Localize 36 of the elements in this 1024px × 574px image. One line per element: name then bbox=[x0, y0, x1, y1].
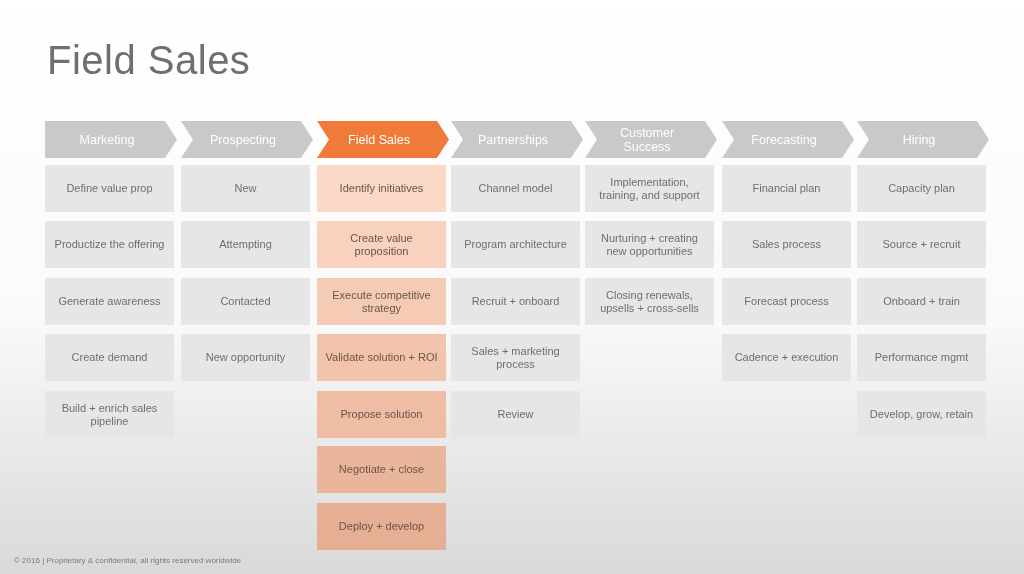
step-box: Capacity plan bbox=[857, 165, 986, 212]
step-box: Channel model bbox=[451, 165, 580, 212]
step-box: Recruit + onboard bbox=[451, 278, 580, 325]
step-box: Create demand bbox=[45, 334, 174, 381]
step-box: Nurturing + creating new opportunities bbox=[585, 221, 714, 268]
step-box: Review bbox=[451, 391, 580, 438]
step-box: Attempting bbox=[181, 221, 310, 268]
step-box: Onboard + train bbox=[857, 278, 986, 325]
step-box: Productize the offering bbox=[45, 221, 174, 268]
step-box: Deploy + develop bbox=[317, 503, 446, 550]
step-box: Closing renewals, upsells + cross-sells bbox=[585, 278, 714, 325]
step-box: Generate awareness bbox=[45, 278, 174, 325]
step-box: Contacted bbox=[181, 278, 310, 325]
step-box: Source + recruit bbox=[857, 221, 986, 268]
step-box: Cadence + execution bbox=[722, 334, 851, 381]
slide-title: Field Sales bbox=[47, 38, 251, 83]
step-box: Build + enrich sales pipeline bbox=[45, 391, 174, 438]
step-box: Negotiate + close bbox=[317, 446, 446, 493]
step-box: Create value proposition bbox=[317, 221, 446, 268]
step-box: New bbox=[181, 165, 310, 212]
step-box: Forecast process bbox=[722, 278, 851, 325]
footer-note: © 2016 | Proprietary & confidential, all rights reserved worldwide bbox=[14, 556, 242, 565]
step-box: New opportunity bbox=[181, 334, 310, 381]
step-box: Define value prop bbox=[45, 165, 174, 212]
step-box: Identify initiatives bbox=[317, 165, 446, 212]
step-box: Performance mgmt bbox=[857, 334, 986, 381]
step-box: Sales process bbox=[722, 221, 851, 268]
step-box: Develop, grow, retain bbox=[857, 391, 986, 438]
step-box: Financial plan bbox=[722, 165, 851, 212]
step-box: Propose solution bbox=[317, 391, 446, 438]
step-box: Implementation, training, and support bbox=[585, 165, 714, 212]
step-box: Execute competitive strategy bbox=[317, 278, 446, 325]
step-box: Sales + marketing process bbox=[451, 334, 580, 381]
step-box: Program architecture bbox=[451, 221, 580, 268]
step-box: Validate solution + ROI bbox=[317, 334, 446, 381]
stage-header: Field Sales bbox=[317, 121, 449, 158]
